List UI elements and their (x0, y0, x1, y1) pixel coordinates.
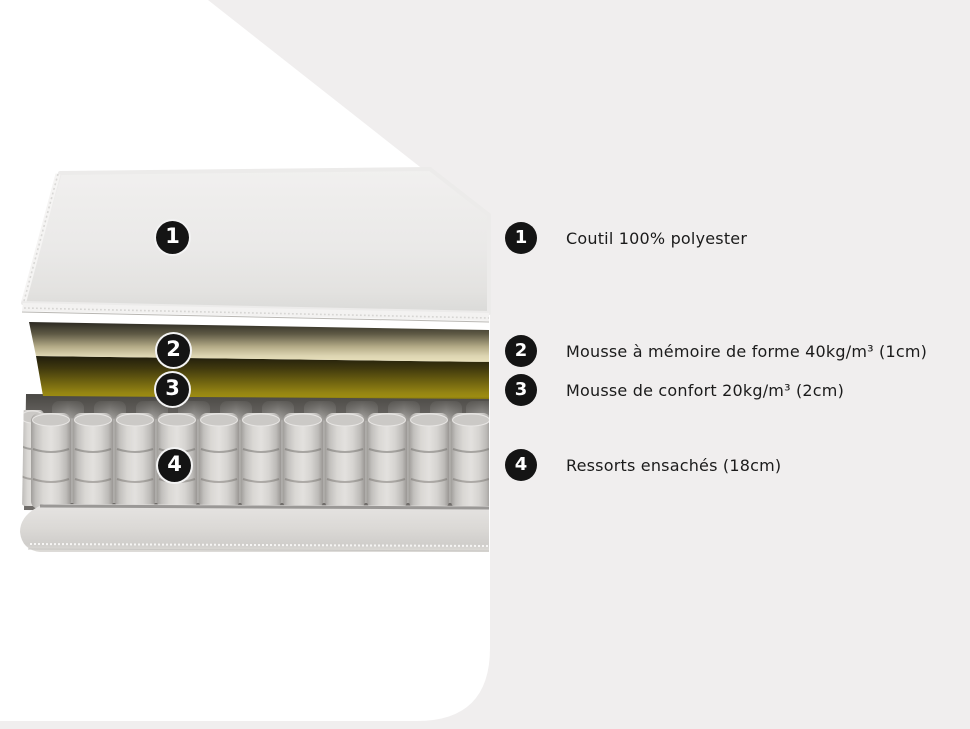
legend-label: Ressorts ensachés (18cm) (566, 455, 782, 475)
legend-item-2: 2 Mousse à mémoire de forme 40kg/m³ (1cm… (505, 335, 927, 367)
legend-label: Mousse de confort 20kg/m³ (2cm) (566, 380, 845, 400)
mattress-base (20, 504, 490, 552)
legend-number-badge: 4 (505, 449, 537, 481)
legend-item-1: 1 Coutil 100% polyester (505, 222, 747, 254)
legend-item-4: 4 Ressorts ensachés (18cm) (505, 449, 781, 481)
memory-foam-layer (29, 322, 489, 362)
layer-marker-number: 3 (165, 376, 180, 400)
layer-marker-3: 3 (154, 371, 191, 408)
legend-label: Mousse à mémoire de forme 40kg/m³ (1cm) (566, 341, 928, 361)
layer-marker-number: 4 (167, 452, 182, 476)
legend-number-badge: 2 (505, 335, 537, 367)
legend-item-3: 3 Mousse de confort 20kg/m³ (2cm) (505, 374, 844, 406)
comfort-foam-layer (36, 356, 489, 399)
mattress-illustration: 1 2 3 4 (0, 150, 500, 570)
quilted-cover-layer (21, 167, 491, 323)
legend-number-badge: 1 (505, 222, 537, 254)
mattress-cutaway-graphic (20, 167, 491, 552)
layer-marker-number: 2 (166, 337, 181, 361)
legend-number-badge: 3 (505, 374, 537, 406)
layer-marker-number: 1 (165, 224, 180, 248)
layer-marker-1: 1 (154, 219, 191, 256)
layer-marker-4: 4 (156, 447, 193, 484)
pocket-springs-layer (22, 394, 489, 514)
legend-label: Coutil 100% polyester (566, 228, 748, 248)
layer-marker-2: 2 (155, 332, 192, 369)
